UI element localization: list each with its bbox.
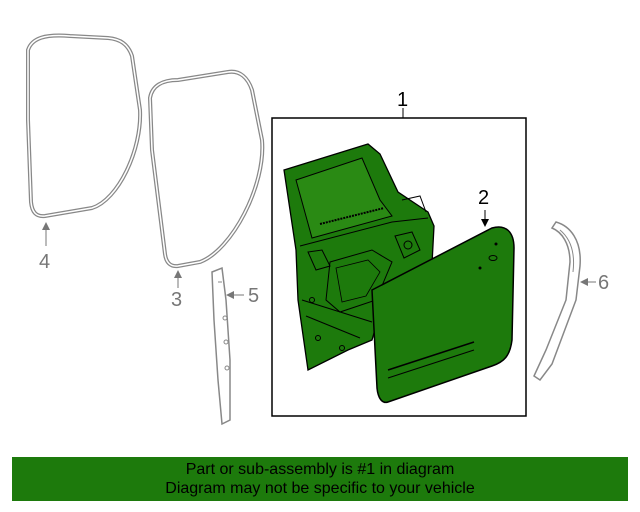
part-5-molding-strip[interactable] [211, 266, 231, 426]
callout-arrow-3 [174, 270, 182, 278]
callout-arrow-4 [42, 222, 50, 230]
banner-line-2: Diagram may not be specific to your vehi… [165, 480, 475, 497]
banner-line-1: Part or sub-assembly is #1 in diagram [185, 461, 455, 478]
callout-arrow-5 [226, 291, 234, 299]
callout-5[interactable]: 5 [248, 285, 259, 307]
part-1-assembly-box[interactable] [271, 117, 527, 417]
callout-2[interactable]: 2 [478, 187, 489, 209]
notice-banner: Part or sub-assembly is #1 in diagram Di… [12, 457, 628, 501]
part-6-edge-seal[interactable] [533, 221, 581, 382]
callout-3[interactable]: 3 [171, 289, 182, 311]
parts-diagram: 4 3 5 1 [26, 33, 609, 426]
callout-arrow-2 [481, 219, 489, 227]
part-2-outer-panel[interactable] [371, 226, 515, 404]
part-4-weatherstrip[interactable] [26, 33, 143, 219]
callout-1[interactable]: 1 [397, 89, 408, 111]
callout-4[interactable]: 4 [39, 251, 50, 273]
door-inner-shell[interactable] [283, 143, 435, 371]
part-3-weatherstrip[interactable] [147, 69, 265, 269]
callout-arrow-6 [580, 278, 588, 286]
callout-6[interactable]: 6 [598, 272, 609, 294]
